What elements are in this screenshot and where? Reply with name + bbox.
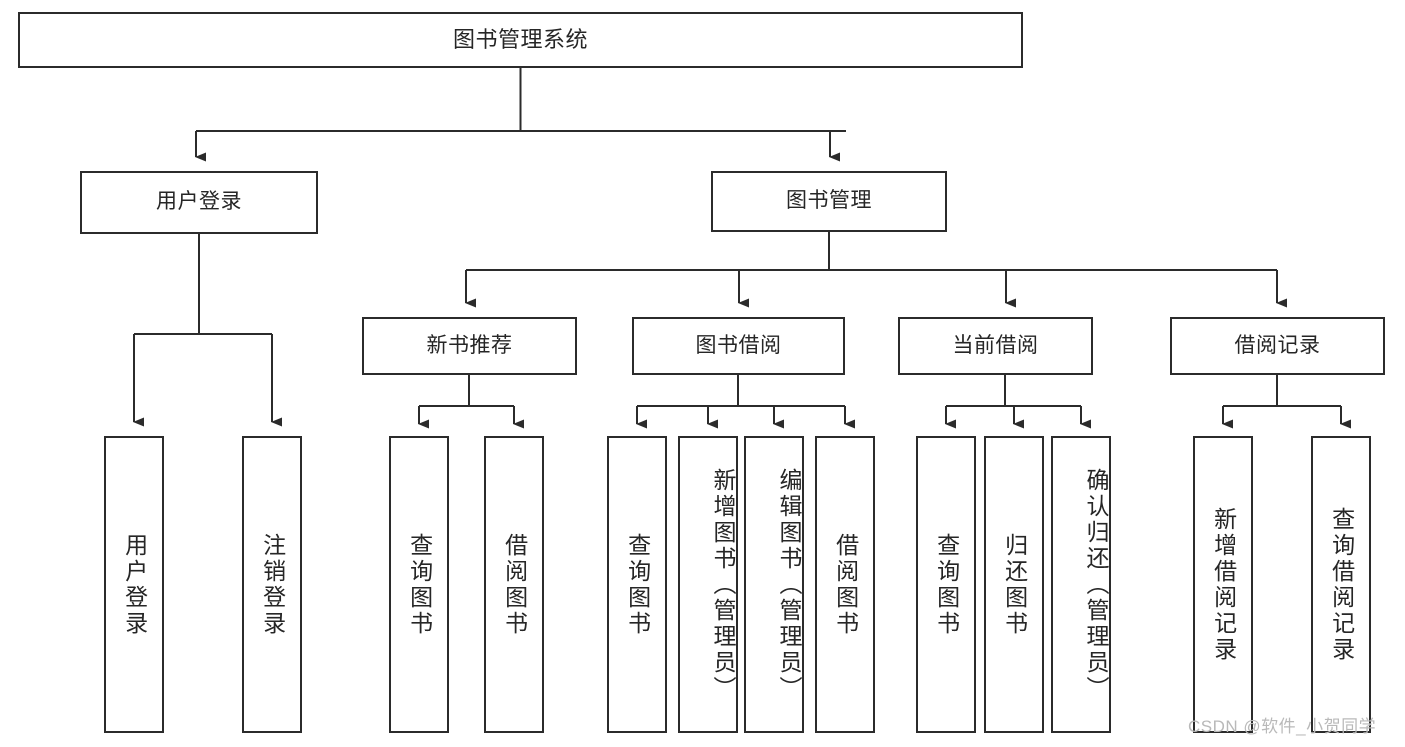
leaf-current-borrow-confirm-return-admin[interactable]: 确认归还（管理员） [1051, 436, 1111, 733]
leaf-user-login-login[interactable]: 用户登录 [104, 436, 164, 733]
node-label: 查询借阅记录 [1328, 506, 1355, 663]
node-new-book-recommend[interactable]: 新书推荐 [362, 317, 577, 375]
node-user-login[interactable]: 用户登录 [80, 171, 318, 234]
node-label: 查询图书 [933, 532, 960, 637]
node-label: 查询图书 [406, 532, 433, 637]
node-label: 确认归还（管理员） [1083, 467, 1109, 702]
node-label: 借阅记录 [1234, 333, 1321, 357]
leaf-user-login-logout[interactable]: 注销登录 [242, 436, 302, 733]
node-label: 新书推荐 [426, 333, 513, 357]
node-root-book-management-system[interactable]: 图书管理系统 [18, 12, 1023, 68]
leaf-new-book-borrow-book[interactable]: 借阅图书 [484, 436, 544, 733]
leaf-current-borrow-query-book[interactable]: 查询图书 [916, 436, 976, 733]
leaf-book-borrow-add-book-admin[interactable]: 新增图书（管理员） [678, 436, 738, 733]
node-label: 注销登录 [259, 532, 286, 637]
leaf-current-borrow-return-book[interactable]: 归还图书 [984, 436, 1044, 733]
leaf-book-borrow-edit-book-admin[interactable]: 编辑图书（管理员） [744, 436, 804, 733]
node-label: 新增借阅记录 [1210, 506, 1237, 663]
node-label: 图书管理 [786, 189, 872, 213]
node-current-borrow[interactable]: 当前借阅 [898, 317, 1093, 375]
node-label: 当前借阅 [952, 333, 1039, 357]
node-label: 图书借阅 [695, 333, 782, 357]
watermark: CSDN @软件_小贺同学 [1188, 717, 1377, 736]
leaf-new-book-query-book[interactable]: 查询图书 [389, 436, 449, 733]
node-label: 用户登录 [121, 532, 148, 637]
node-borrow-record[interactable]: 借阅记录 [1170, 317, 1385, 375]
node-book-borrow[interactable]: 图书借阅 [632, 317, 845, 375]
node-label: 查询图书 [624, 532, 651, 637]
leaf-book-borrow-query-book[interactable]: 查询图书 [607, 436, 667, 733]
leaf-borrow-record-query-record[interactable]: 查询借阅记录 [1311, 436, 1371, 733]
node-label: 借阅图书 [832, 532, 859, 637]
node-label: 新增图书（管理员） [710, 467, 736, 702]
node-label: 用户登录 [156, 190, 242, 214]
node-label: 编辑图书（管理员） [776, 467, 802, 702]
leaf-borrow-record-add-record[interactable]: 新增借阅记录 [1193, 436, 1253, 733]
leaf-book-borrow-borrow-book[interactable]: 借阅图书 [815, 436, 875, 733]
node-label: 图书管理系统 [452, 27, 588, 53]
node-label: 借阅图书 [501, 532, 528, 637]
node-book-management[interactable]: 图书管理 [711, 171, 947, 232]
node-label: 归还图书 [1001, 532, 1028, 637]
